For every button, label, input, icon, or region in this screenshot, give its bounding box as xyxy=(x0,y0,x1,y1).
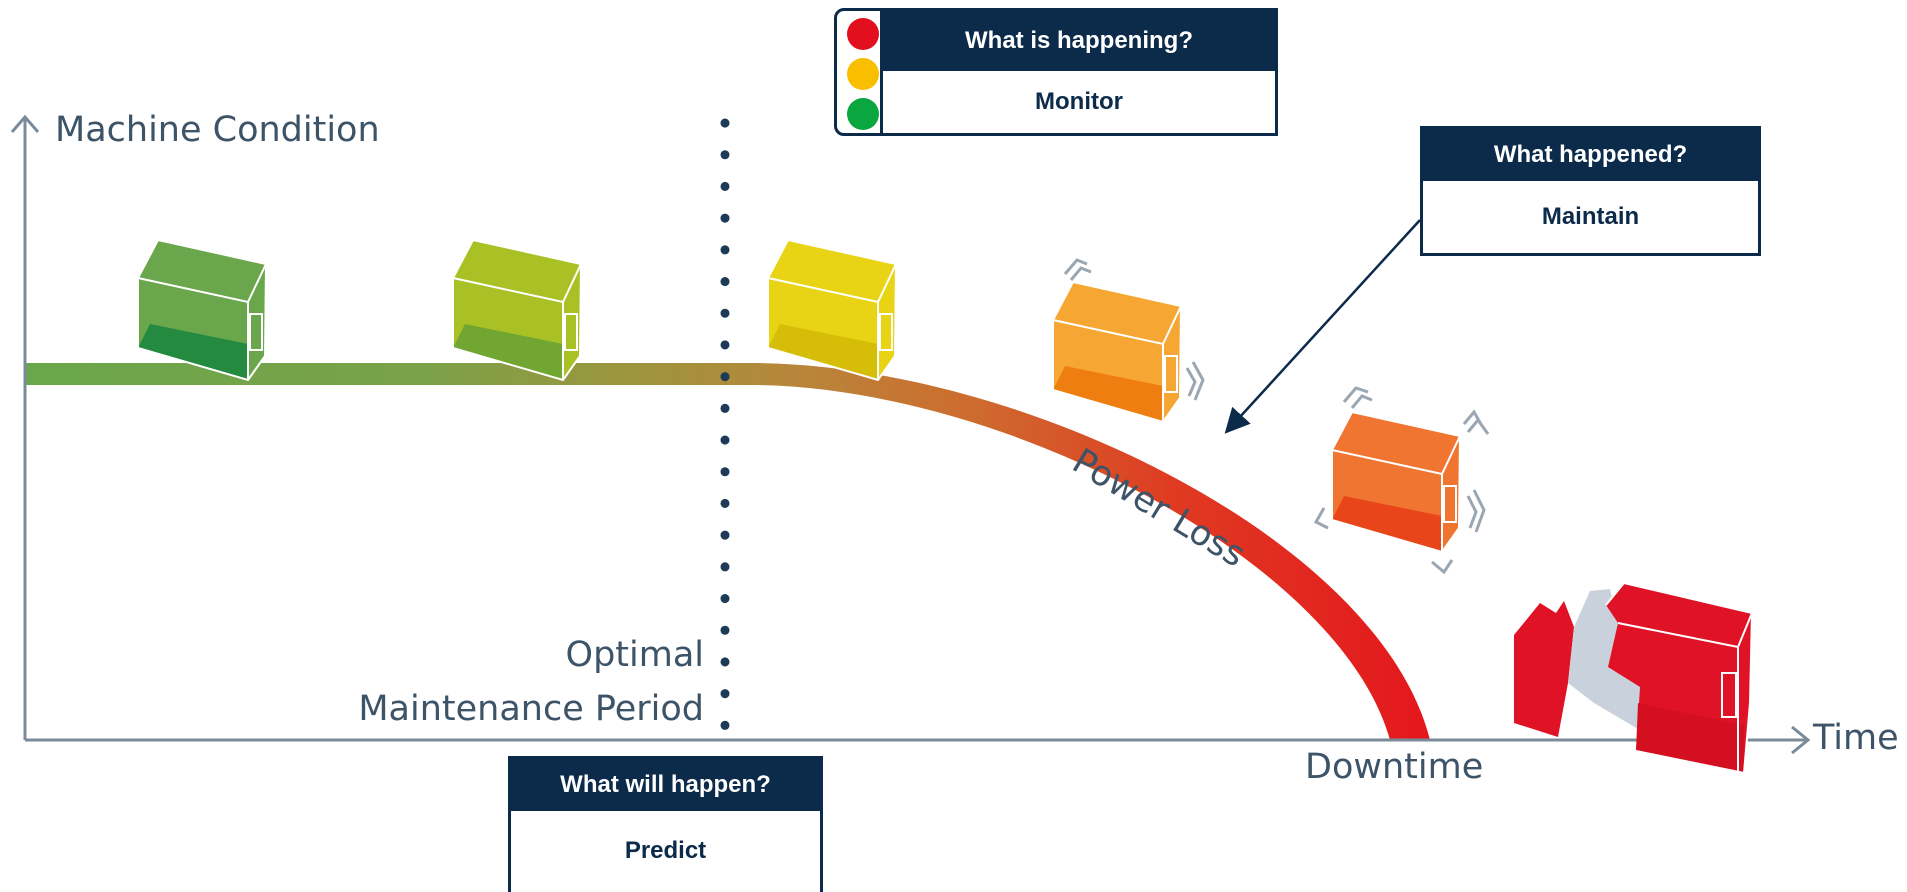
x-axis xyxy=(25,725,1811,755)
green-light-icon xyxy=(847,98,879,130)
downtime-label: Downtime xyxy=(1305,747,1483,787)
monitor-answer: Monitor xyxy=(1035,88,1123,115)
maintain-box: What happened? Maintain xyxy=(1420,126,1761,256)
predict-answer: Predict xyxy=(624,837,707,864)
predict-box: What will happen? Predict xyxy=(508,756,823,892)
y-axis-label: Machine Condition xyxy=(55,110,380,150)
machine-yellow-icon xyxy=(767,238,898,382)
machine-healthy-green-icon xyxy=(137,238,268,382)
maintain-answer: Maintain xyxy=(1541,203,1640,230)
maintain-pointer-arrow xyxy=(1224,219,1421,434)
y-axis xyxy=(10,114,40,740)
monitor-box: What is happening? Monitor xyxy=(880,8,1278,136)
predict-question: What will happen? xyxy=(511,759,820,811)
machine-vibrating-deep-orange-icon xyxy=(1313,386,1490,575)
machine-lime-icon xyxy=(452,238,583,382)
red-light-icon xyxy=(847,18,879,50)
maintain-question: What happened? xyxy=(1423,129,1758,181)
machine-vibrating-orange-icon xyxy=(1052,258,1205,424)
x-axis-label: Time xyxy=(1812,718,1899,758)
maintenance-period-label: Maintenance Period xyxy=(358,689,704,729)
condition-curve xyxy=(25,363,1430,740)
amber-light-icon xyxy=(847,58,879,90)
optimal-label: Optimal xyxy=(566,635,704,675)
monitor-question: What is happening? xyxy=(883,11,1275,71)
machine-broken-red-icon xyxy=(1514,581,1754,775)
